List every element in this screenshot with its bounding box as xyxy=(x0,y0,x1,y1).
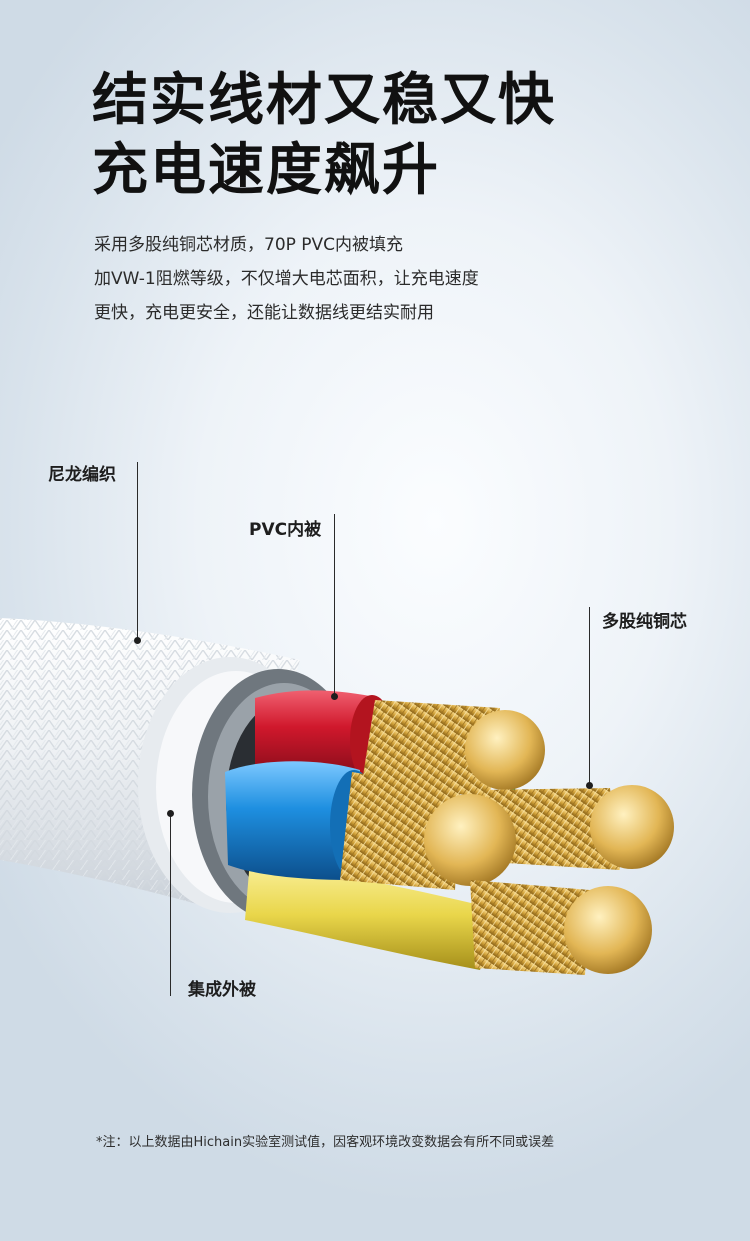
callout-line-copper-core xyxy=(589,607,590,785)
headline-line-2: 充电速度飙升 xyxy=(92,138,440,203)
description-line-3: 更快，充电更安全，还能让数据线更结实耐用 xyxy=(94,303,434,323)
callout-label-outer-jacket: 集成外被 xyxy=(188,980,256,1000)
callout-line-nylon-braid xyxy=(137,462,138,640)
callout-line-outer-jacket xyxy=(170,813,171,996)
callout-label-copper-core: 多股纯铜芯 xyxy=(602,612,687,632)
callout-dot-pvc-inner xyxy=(331,693,338,700)
callout-label-pvc-inner: PVC内被 xyxy=(249,520,322,540)
cable-cross-section-illustration xyxy=(0,618,674,975)
description: 采用多股纯铜芯材质，70P PVC内被填充 加VW-1阻燃等级，不仅增大电芯面积… xyxy=(94,228,479,330)
headline-line-1: 结实线材又稳又快 xyxy=(92,68,556,133)
description-line-2: 加VW-1阻燃等级，不仅增大电芯面积，让充电速度 xyxy=(94,269,479,289)
callout-line-pvc-inner xyxy=(334,514,335,696)
description-line-1: 采用多股纯铜芯材质，70P PVC内被填充 xyxy=(94,235,404,255)
callout-dot-nylon-braid xyxy=(134,637,141,644)
callout-dot-outer-jacket xyxy=(167,810,174,817)
callout-dot-copper-core xyxy=(586,782,593,789)
callout-label-nylon-braid: 尼龙编织 xyxy=(48,465,116,485)
footnote: *注：以上数据由Hichain实验室测试值，因客观环境改变数据会有所不同或误差 xyxy=(96,1135,555,1150)
headline: 结实线材又稳又快 充电速度飙升 xyxy=(92,66,556,206)
